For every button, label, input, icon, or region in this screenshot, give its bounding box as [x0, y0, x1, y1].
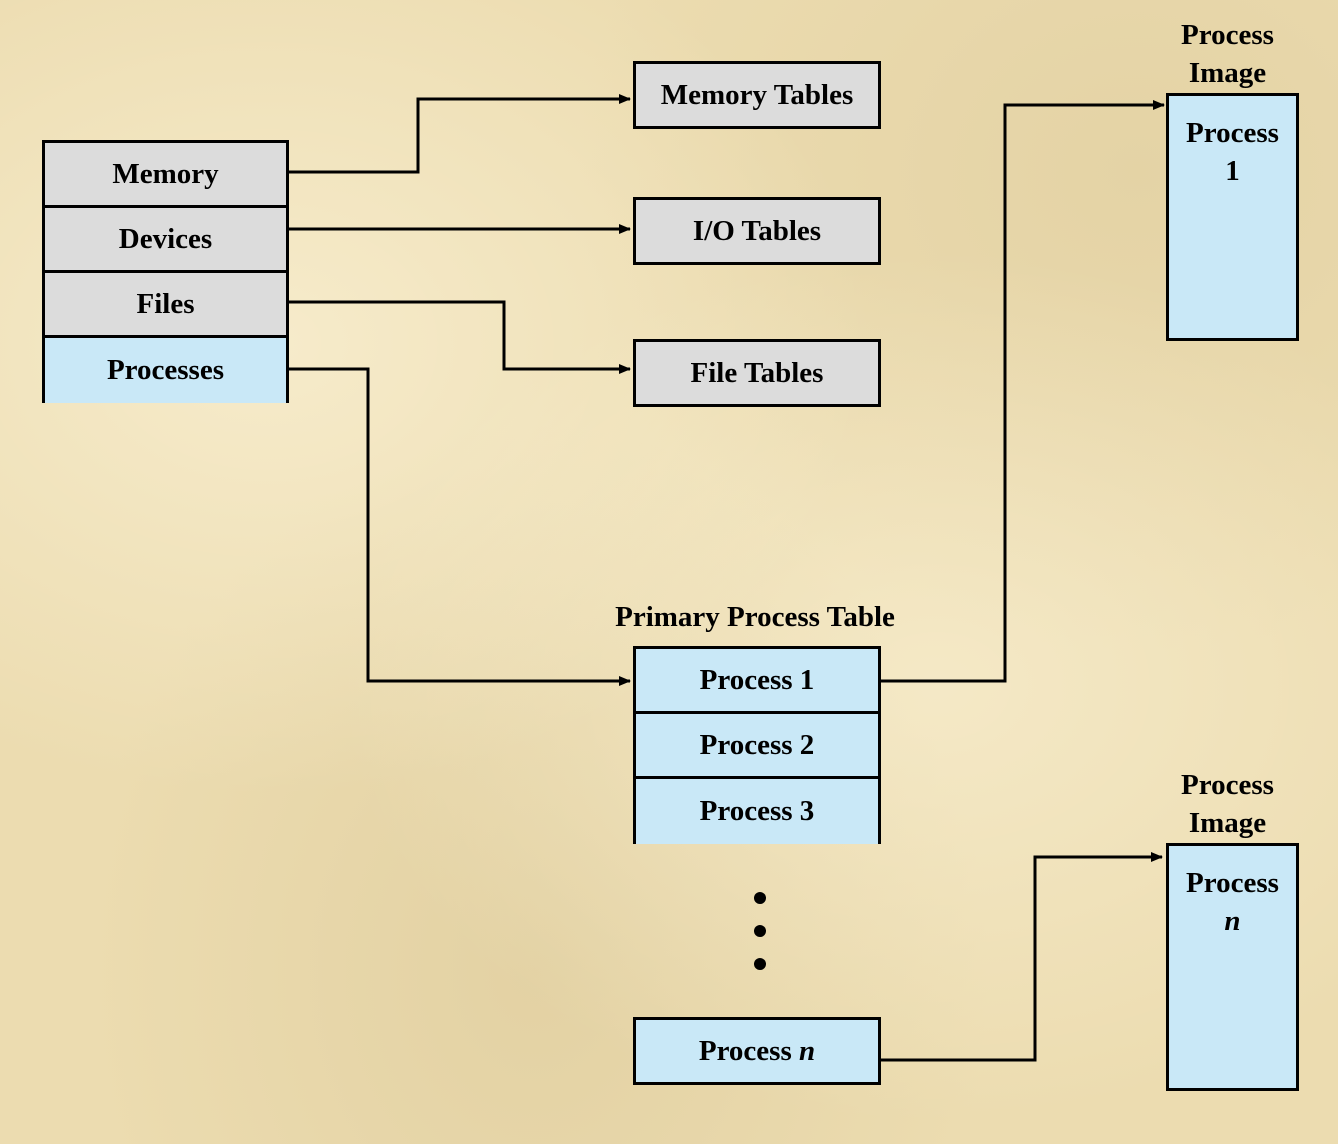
process-row-n: Process n — [633, 1017, 881, 1085]
process-image-1-title: Process Image — [1181, 19, 1274, 89]
process1-to-image1-arrow — [880, 100, 1165, 683]
resource-stack: Memory Devices Files Processes — [42, 140, 289, 403]
ellipsis-dot — [754, 925, 766, 937]
process-image-n-box: Process n — [1166, 843, 1299, 1091]
process-row-n-label: Process — [698, 1034, 792, 1067]
process-image-n-title: Process Image — [1181, 769, 1274, 839]
resource-memory: Memory — [45, 143, 286, 208]
memory-tables-box: Memory Tables — [633, 61, 881, 129]
resource-devices: Devices — [45, 208, 286, 273]
resource-files: Files — [45, 273, 286, 338]
memory-to-memory-tables-arrow — [288, 94, 631, 174]
processes-to-primary-table-arrow — [288, 367, 631, 686]
ellipsis-dot — [754, 892, 766, 904]
resource-processes: Processes — [45, 338, 286, 403]
primary-process-table: Process 1 Process 2 Process 3 — [633, 646, 881, 844]
process-row-3: Process 3 — [636, 779, 878, 844]
io-tables-box: I/O Tables — [633, 197, 881, 265]
process-row-1: Process 1 — [636, 649, 878, 714]
ellipsis-dot — [754, 958, 766, 970]
processn-to-imagen-arrow — [880, 852, 1163, 1062]
file-tables-box: File Tables — [633, 339, 881, 407]
files-to-file-tables-arrow — [288, 300, 631, 374]
process-row-2: Process 2 — [636, 714, 878, 779]
primary-process-table-title: Primary Process Table — [615, 601, 895, 633]
process-image-1-box: Process 1 — [1166, 93, 1299, 341]
process-row-n-var: n — [799, 1034, 816, 1067]
